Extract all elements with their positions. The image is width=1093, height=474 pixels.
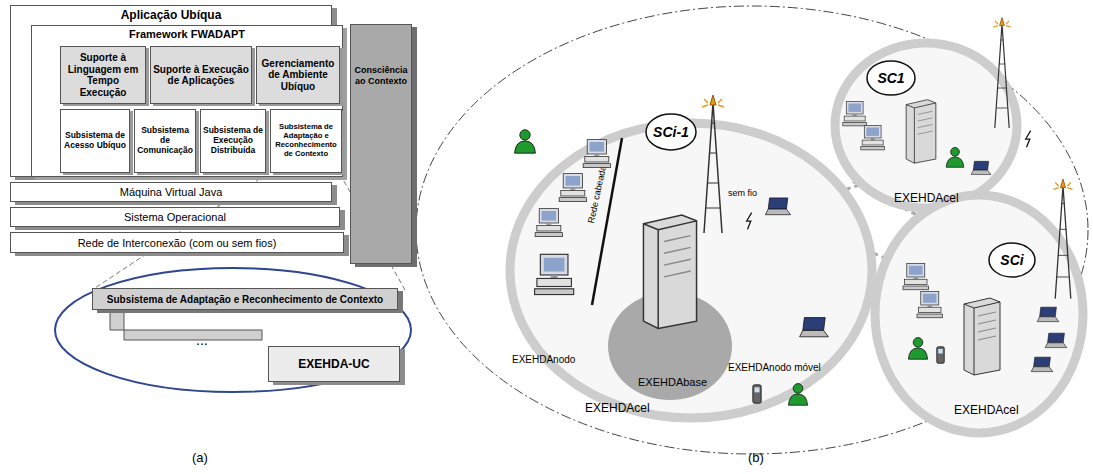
step-shape — [100, 312, 262, 340]
node-label: EXEHDAcel — [894, 191, 959, 205]
text-label: ... — [196, 332, 208, 348]
node-label: EXEHDAcel — [585, 401, 650, 415]
wired-network-line — [592, 138, 622, 305]
subsystem-box: Subsistema de Comunicação — [134, 109, 196, 173]
label-holder: sem fio — [728, 188, 757, 198]
app-layer: Aplicação UbíquaFramework FWADAPT Suporte… — [10, 5, 332, 177]
node-label: EXEHDA-UC — [298, 357, 369, 371]
layer-band: Sistema Operacional — [10, 207, 340, 227]
node-outline — [870, 190, 1088, 438]
text-label: EXEHDAnodo — [512, 354, 575, 365]
subsystem-box: Subsistema de Execução Distribuída — [200, 109, 266, 173]
system-boundary — [416, 6, 1088, 454]
subsystem-band: Subsistema de Adaptação e Reconhecimento… — [92, 288, 398, 310]
cell-ellipse: EXEHDAcel SC1 — [830, 38, 1022, 213]
label-holder: (b) — [748, 450, 764, 465]
framework-box: Framework FWADAPT Suporte à Linguagem em … — [31, 25, 343, 177]
context-column: Consciência ao Contexto — [350, 24, 412, 264]
node-label: Subsistema de Adaptação e Reconhecimento… — [273, 123, 339, 158]
support-box: Suporte à Execução de Aplicações — [150, 46, 252, 104]
node-label: EXEHDAcel — [954, 403, 1019, 417]
layer-band: Rede de Interconexão (com ou sem fios) — [10, 232, 344, 253]
cell-circle: SCi — [988, 242, 1036, 278]
label-holder: EXEHDAnodo — [512, 354, 575, 365]
cell-circle: SC1 — [866, 60, 916, 96]
node-label: SCi — [1000, 252, 1023, 268]
node-label: Framework FWADAPT — [129, 26, 245, 40]
node-label: SCi-1 — [653, 124, 689, 140]
cell-circle: SCi-1 — [645, 113, 697, 151]
text-label: sem fio — [728, 188, 757, 198]
subsystem-box: Subsistema de Adaptação e Reconhecimento… — [270, 109, 342, 173]
node-label: Sistema Operacional — [124, 211, 226, 223]
node-outline — [830, 38, 1022, 213]
component-box: EXEHDA-UC — [268, 346, 400, 382]
support-box: Gerenciamento de Ambiente Ubíquo — [256, 46, 340, 104]
layer-band: Máquina Virtual Java — [10, 182, 332, 202]
node-label: Aplicação Ubíqua — [121, 6, 222, 22]
node-label: Subsistema de Execução Distribuída — [203, 126, 263, 155]
label-holder: ... — [196, 332, 208, 348]
label-holder: EXEHDAnodo móvel — [728, 362, 821, 373]
node-label: Suporte à Execução de Aplicações — [153, 64, 249, 87]
node-label: Subsistema de Comunicação — [137, 126, 193, 155]
subsystem-box: Subsistema de Acesso Ubíquo — [60, 109, 130, 173]
node-label: Subsistema de Adaptação e Reconhecimento… — [107, 294, 383, 305]
label-holder: (a) — [192, 450, 208, 465]
text-label: (a) — [192, 450, 208, 465]
zoom-ellipse — [55, 268, 411, 392]
node-label: Rede de Interconexão (com ou sem fios) — [78, 237, 277, 249]
node-label: Subsistema de Acesso Ubíquo — [63, 131, 127, 151]
cell-ellipse: EXEHDAcelSCi — [870, 190, 1088, 438]
node-label: Suporte à Linguagem em Tempo Execução — [63, 52, 143, 98]
support-box: Suporte à Linguagem em Tempo Execução — [60, 46, 146, 104]
cell-ellipse: EXEHDAcel SCi-1EXEHDAbase — [505, 118, 877, 423]
node-label: EXEHDAbase — [638, 376, 707, 388]
node-label: Consciência ao Contexto — [353, 65, 409, 87]
text-label: EXEHDAnodo móvel — [728, 362, 821, 373]
node-label: Gerenciamento de Ambiente Ubíquo — [259, 58, 337, 93]
node-label: Máquina Virtual Java — [120, 186, 223, 198]
base-circle: EXEHDAbase — [608, 292, 732, 400]
text-label: (b) — [748, 450, 764, 465]
node-label: SC1 — [877, 70, 904, 86]
